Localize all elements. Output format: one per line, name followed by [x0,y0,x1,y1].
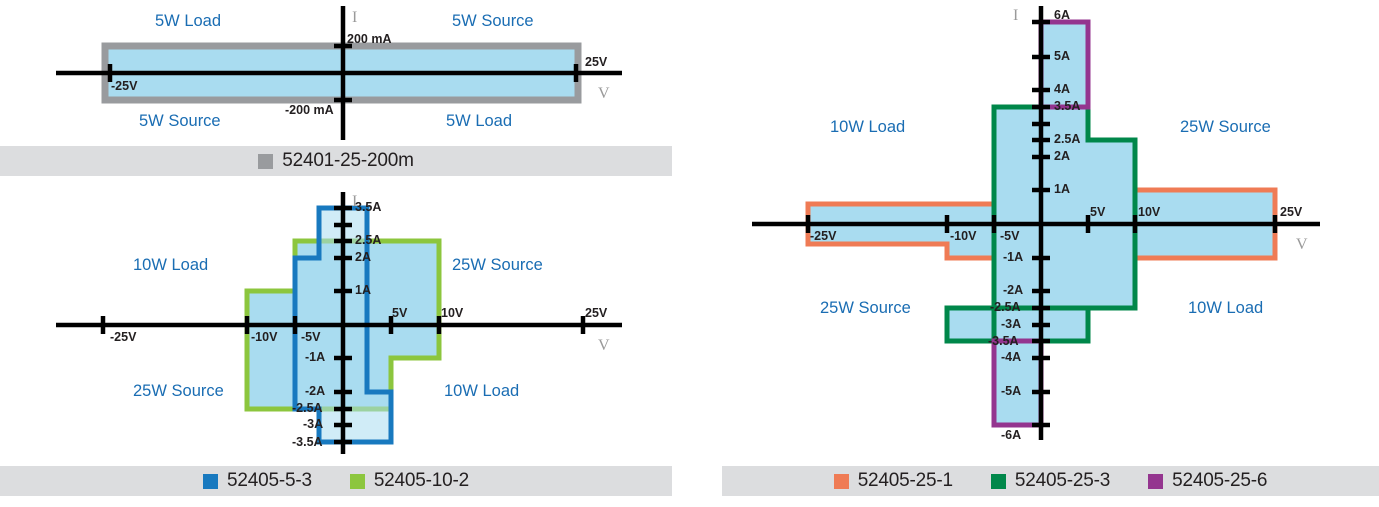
legend-label: 52405-5-3 [226,470,312,491]
tick-label-2a: 2A [355,250,371,264]
tick-label--2a: -2A [1003,283,1024,297]
quadrant-label-top-left: 10W Load [133,256,209,274]
tick-label--5a: -5A [1001,384,1022,398]
tick-label--10v: -10V [251,330,278,344]
quadrant-label-top-left: 10W Load [830,118,906,136]
legend-item[interactable]: 52401-25-200m [258,150,414,172]
tick-label-25v: 25V [585,306,608,320]
quadrant-label-top-right: 25W Source [452,256,543,274]
tick-label-2p5a: 2.5A [355,233,382,247]
tick-label-5v: 5V [392,306,408,320]
legend-label: 52405-25-6 [1172,470,1268,491]
tick-label-200ma: 200 mA [347,32,392,46]
legend-item[interactable]: 52405-25-6 [1148,470,1267,492]
legend-label: 52405-10-2 [373,470,470,491]
i-axis-label: I [352,9,358,26]
chart-bottom-left: I V 10W Load 25W Source 25W Source 10W L… [0,186,680,456]
tick-label--3a: -3A [1001,317,1022,331]
tick-label-25v: 25V [585,55,608,69]
quadrant-label-bottom-right: 5W Load [446,112,513,130]
legend-swatch-52405-25-6 [1148,473,1164,489]
tick-label-10v: 10V [441,306,464,320]
tick-label--3p5a: -3.5A [988,334,1019,348]
tick-label--6a: -6A [1001,428,1022,442]
tick-label-4a: 4A [1054,82,1070,96]
tick-label-25v: 25V [1280,205,1303,219]
legend-label: 52405-25-3 [1014,470,1111,491]
tick-label--1a: -1A [305,350,326,364]
tick-label--1a: -1A [1003,250,1024,264]
legend-item[interactable]: 52405-25-1 [833,470,953,492]
legend-right: 52405-25-1 52405-25-3 52405-25-6 [722,466,1379,496]
legend-swatch-52401-25-200m [258,153,274,169]
legend-item[interactable]: 52405-10-2 [349,470,470,492]
legend-swatch-52405-5-3 [202,473,218,489]
tick-label--10v: -10V [950,229,977,243]
quadrant-label-bottom-right: 10W Load [1188,299,1264,317]
tick-label--3a: -3A [303,417,324,431]
legend-label: 52405-25-1 [857,470,953,491]
tick-label--3p5a: -3.5A [292,435,323,449]
tick-label-5a: 5A [1054,49,1070,63]
tick-label--5v: -5V [301,330,321,344]
legend-item[interactable]: 52405-25-3 [990,470,1111,492]
legend-swatch-52405-10-2 [349,473,365,489]
legend-swatch-52405-25-1 [833,473,849,489]
tick-label-10v: 10V [1138,205,1161,219]
tick-label-1a: 1A [355,283,371,297]
tick-label-2a: 2A [1054,149,1070,163]
tick-label-6a: 6A [1054,8,1070,22]
quadrant-label-top-right: 5W Source [452,12,534,30]
tick-label--200ma: -200 mA [285,103,334,117]
tick-label--4a: -4A [1001,350,1022,364]
legend-top-left: 52401-25-200m [0,146,672,176]
tick-label--25v: -25V [810,229,837,243]
chart-bottom-left-svg [56,192,622,454]
legend-label: 52401-25-200m [282,150,414,171]
chart-top-left-svg [56,6,622,140]
tick-label-5v: 5V [1090,205,1106,219]
tick-label-3p5a: 3.5A [1054,99,1081,113]
quadrant-label-top-left: 5W Load [155,12,222,30]
quadrant-label-bottom-left: 25W Source [820,299,911,317]
tick-label--2a: -2A [305,384,326,398]
quadrant-label-top-right: 25W Source [1180,118,1271,136]
tick-label--2p5a: -2.5A [990,300,1021,314]
tick-label--25v: -25V [110,330,137,344]
v-axis-label: V [598,85,610,102]
legend-item[interactable]: 52405-5-3 [202,470,312,492]
tick-label-3p5a: 3.5A [355,200,382,214]
chart-right-svg [752,6,1320,440]
i-axis-label: I [1013,7,1019,24]
legend-bottom-left: 52405-5-3 52405-10-2 [0,466,672,496]
legend-swatch-52405-25-3 [990,473,1006,489]
tick-label-1a: 1A [1054,182,1070,196]
tick-label--25v: -25V [111,79,138,93]
tick-label-2p5a: 2.5A [1054,132,1081,146]
quadrant-label-bottom-left: 5W Source [139,112,221,130]
v-axis-label: V [598,337,610,354]
i-axis-label: I [352,193,358,210]
chart-right: I V 10W Load 25W Source 25W Source 10W L… [720,0,1379,456]
quadrant-label-bottom-left: 25W Source [133,382,224,400]
tick-label--2p5a: -2.5A [292,401,323,415]
quadrant-label-bottom-right: 10W Load [444,382,520,400]
chart-top-left: I V 5W Load 5W Source 5W Source 5W Load … [0,0,680,145]
v-axis-label: V [1296,236,1308,253]
tick-label--5v: -5V [1000,229,1020,243]
